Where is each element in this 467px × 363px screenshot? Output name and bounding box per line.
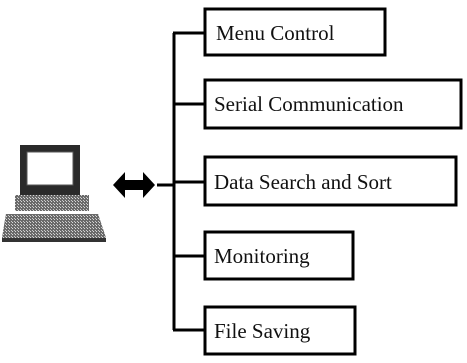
module-label: Data Search and Sort: [214, 170, 392, 194]
module-label: Menu Control: [216, 21, 335, 45]
module-box-file-saving: File Saving: [203, 305, 357, 356]
module-box-serial-communication: Serial Communication: [203, 78, 463, 130]
module-label: Monitoring: [214, 244, 310, 268]
module-box-monitoring: Monitoring: [203, 230, 355, 281]
desktop-computer-icon: [2, 145, 106, 242]
module-box-menu-control: Menu Control: [203, 7, 387, 57]
module-label: Serial Communication: [214, 92, 404, 116]
double-arrow-icon: [113, 172, 155, 198]
module-label: File Saving: [214, 319, 311, 343]
module-box-data-search-sort: Data Search and Sort: [203, 155, 458, 207]
